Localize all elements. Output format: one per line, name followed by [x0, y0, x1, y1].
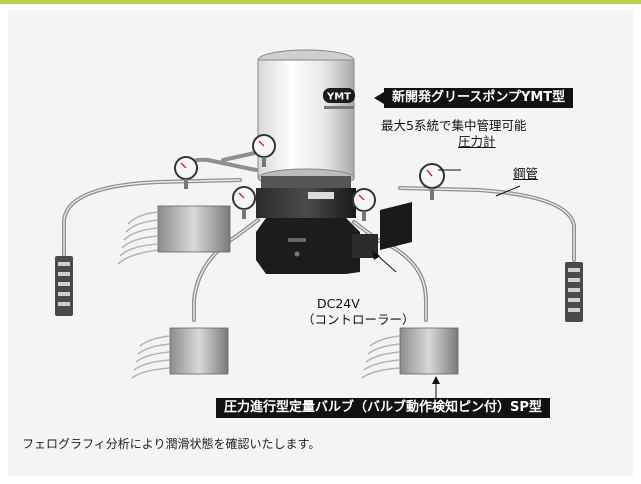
pump-label-arrow	[374, 92, 384, 104]
controller-label: （コントローラー）	[302, 312, 415, 327]
top-accent-rule	[0, 0, 641, 4]
dc24v-label: DC24V	[317, 296, 360, 311]
pressure-gauge-label: 圧力計	[458, 134, 496, 149]
valve-blocks	[157, 205, 459, 375]
pump-unit: YMT	[256, 49, 412, 274]
steel-pipe-label: 鋼管	[513, 166, 539, 181]
caption-text: フェログラフィ分析により潤滑状態を確認いたします。	[22, 437, 321, 451]
valve-label: 圧力進行型定量バルブ（バルブ動作検知ピン付）SP型	[216, 398, 550, 418]
distribution-tubes	[117, 211, 401, 379]
leader-lines	[375, 169, 521, 400]
centralized-control-text: 最大5系統で集中管理可能	[381, 118, 527, 133]
pump-label: 新開発グリースポンプYMT型	[384, 88, 574, 108]
lubrication-system-diagram: YMT	[55, 49, 583, 400]
pump-logo-text: YMT	[326, 92, 351, 103]
